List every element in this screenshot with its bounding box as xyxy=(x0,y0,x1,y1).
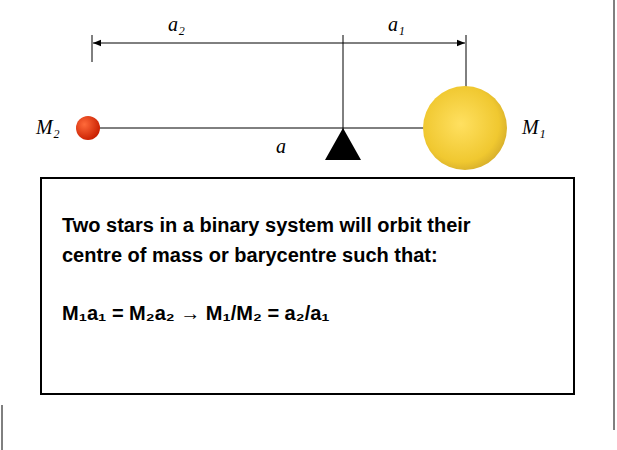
dimension-arrow xyxy=(93,43,465,44)
distance-label: a₂ xyxy=(168,12,185,36)
distance-label: a₁ xyxy=(388,12,405,36)
box-text: Two stars in a binary system will orbit … xyxy=(62,210,502,270)
small-star xyxy=(76,116,100,140)
rod-line xyxy=(90,128,466,129)
info-box: Two stars in a binary system will orbit … xyxy=(40,177,575,395)
dimension-tick xyxy=(92,35,93,62)
fulcrum-triangle xyxy=(325,128,361,160)
dimension-tick xyxy=(466,35,467,90)
large-star xyxy=(423,86,507,170)
frame-line xyxy=(2,405,3,450)
mass-label: M₂ xyxy=(36,115,60,139)
frame-line xyxy=(614,0,615,430)
formula-text: M₁a₁ = M₂a₂ → M₁/M₂ = a₂/a₁ xyxy=(62,298,553,328)
distance-label: a xyxy=(276,134,286,158)
dimension-tick xyxy=(343,35,344,130)
mass-label: M₁ xyxy=(522,115,546,139)
